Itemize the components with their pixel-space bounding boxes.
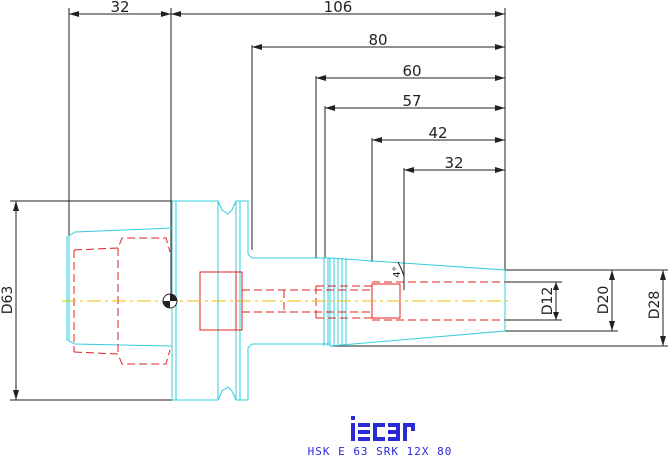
dim-right-lines [330,269,668,347]
iscar-logo [351,416,415,441]
dim-42-text: 42 [428,124,447,142]
dim-d12-text: D12 [540,287,556,316]
dim-d63-text: D63 [0,286,16,315]
dim-d63-lines [10,200,172,401]
dim-d28-text: D28 [647,291,663,320]
dimension-lines [69,11,505,173]
angle-label: 4° [392,266,403,277]
angle-annotation [397,258,405,290]
part-number-caption: HSK E 63 SRK 12X 80 [307,445,453,458]
dim-80-text: 80 [368,31,387,49]
extension-lines [68,8,506,330]
dim-106-text: 106 [324,0,353,16]
dim-d20-text: D20 [596,286,612,315]
dim-32-right-text: 32 [444,154,463,172]
center-mark [162,293,178,309]
dim-60-text: 60 [402,62,421,80]
dim-32-left-text: 32 [110,0,129,16]
dim-57-text: 57 [402,92,421,110]
